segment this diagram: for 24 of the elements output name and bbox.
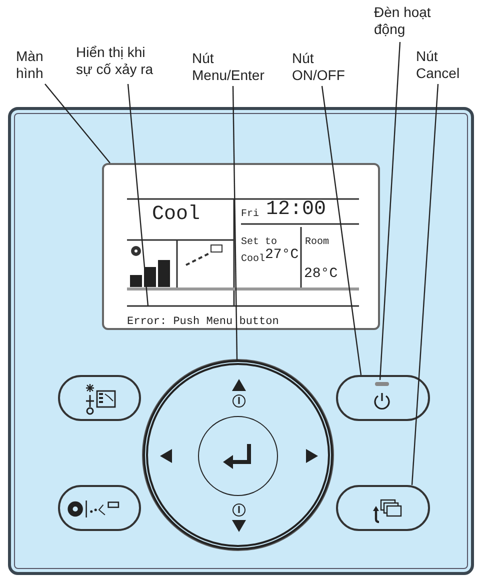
screen-text: Room	[305, 237, 330, 248]
callout-label: Nút ON/OFF	[292, 50, 346, 84]
screen-text: Fri	[241, 209, 260, 220]
callout-label: Đèn hoạt động	[374, 4, 432, 38]
callout-label: Nút Cancel	[416, 48, 461, 82]
error-message: Error: Push Menu button	[127, 316, 279, 328]
screen-text: Set to	[241, 237, 278, 248]
screen-text: Cool	[241, 254, 266, 265]
screen-text: 12:00	[266, 198, 326, 221]
leader-line	[321, 86, 362, 376]
leader-line	[379, 42, 401, 380]
callout-label: Hiển thị khi sự cố xảy ra	[76, 44, 154, 78]
screen-text: 27°C	[265, 247, 299, 263]
operation-lamp	[375, 382, 389, 386]
callout-label: Nút Menu/Enter	[192, 50, 266, 84]
leader-line	[44, 84, 110, 164]
callout-label: Màn hình	[16, 48, 44, 82]
screen-text: Cool	[152, 203, 200, 226]
leader-line	[232, 86, 238, 360]
lcd-screen	[102, 163, 380, 330]
screen-text: 28°C	[304, 266, 338, 282]
leader-line	[127, 84, 149, 306]
cancel-button	[336, 485, 430, 531]
leader-line	[411, 84, 439, 486]
